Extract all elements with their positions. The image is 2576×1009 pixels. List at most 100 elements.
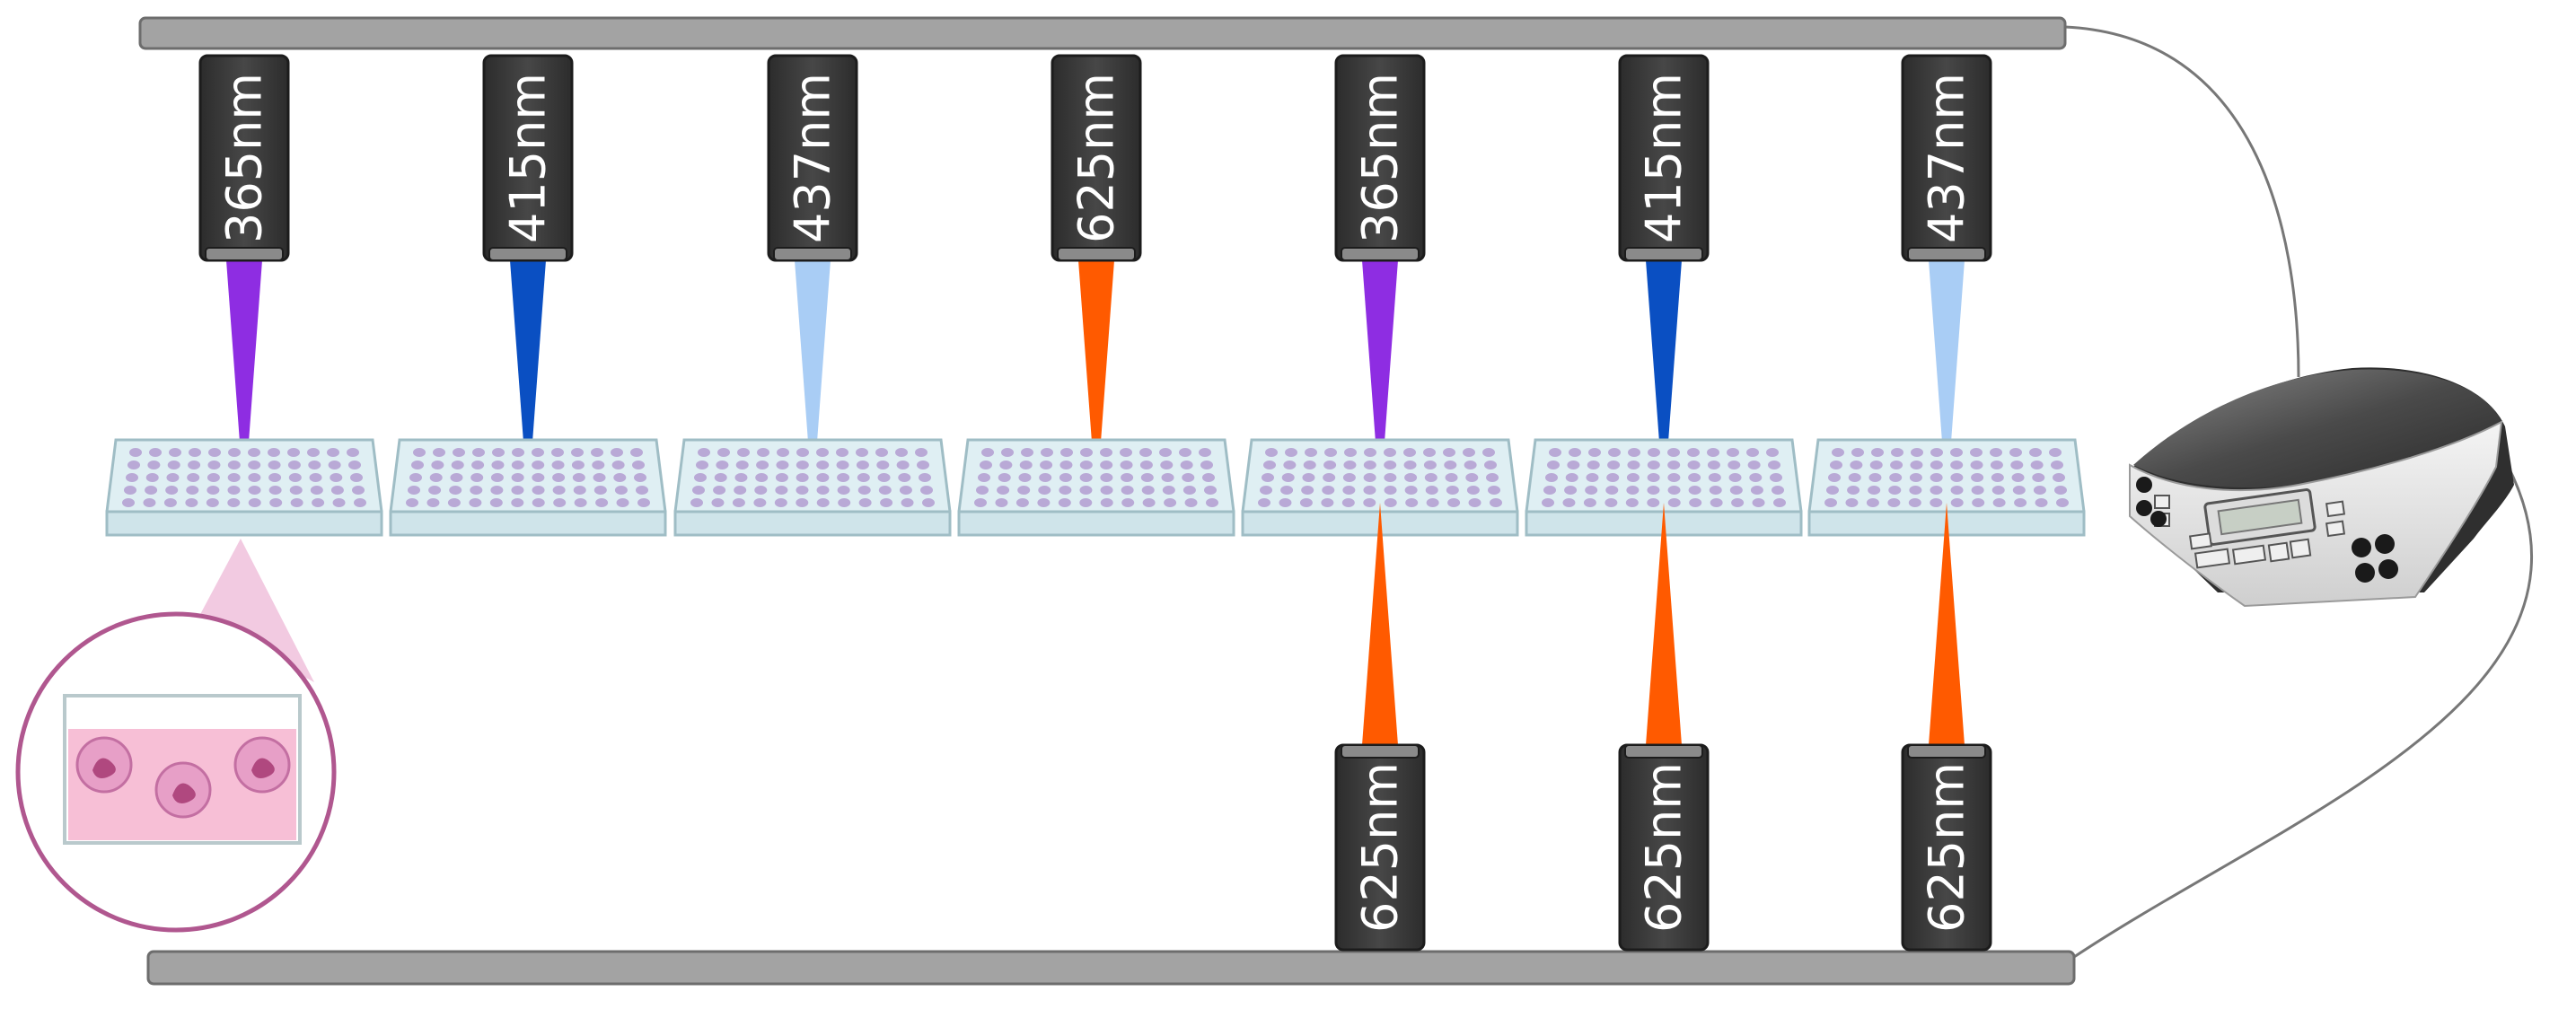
well	[1425, 486, 1438, 495]
well	[1403, 461, 1417, 469]
well	[1627, 461, 1640, 469]
well	[145, 473, 159, 482]
well	[532, 486, 545, 495]
well	[227, 473, 241, 482]
well	[1990, 461, 2003, 469]
well	[1828, 473, 1841, 482]
well	[248, 461, 261, 469]
well	[2032, 473, 2045, 482]
well	[1121, 473, 1134, 482]
well	[449, 486, 462, 495]
well	[186, 486, 199, 495]
well	[268, 461, 281, 469]
well	[1731, 498, 1745, 507]
well	[1279, 498, 1292, 507]
well	[1583, 498, 1596, 507]
well	[551, 461, 565, 469]
wavelength-label: 365nm	[216, 73, 273, 243]
well	[592, 461, 605, 469]
well	[268, 473, 282, 482]
well	[1424, 473, 1437, 482]
well	[1749, 473, 1763, 482]
well	[1851, 448, 1864, 457]
well	[248, 473, 261, 482]
well	[1038, 486, 1051, 495]
well	[2030, 461, 2044, 469]
well	[796, 486, 809, 495]
light-beam	[1362, 260, 1398, 503]
well	[876, 461, 890, 469]
well	[2033, 486, 2046, 495]
well	[2056, 498, 2069, 507]
well	[1991, 473, 2004, 482]
wavelength-label: 625nm	[1352, 762, 1409, 933]
well	[1199, 448, 1211, 457]
well	[1017, 486, 1031, 495]
well	[632, 461, 645, 469]
well	[1299, 498, 1313, 507]
well	[754, 486, 768, 495]
well	[593, 473, 606, 482]
well	[1079, 461, 1093, 469]
well	[1060, 448, 1073, 457]
well	[1850, 461, 1863, 469]
well	[409, 473, 422, 482]
well	[307, 448, 320, 457]
well	[1972, 498, 1985, 507]
well	[207, 486, 220, 495]
led-light-source: 437nm	[1901, 54, 1992, 262]
well	[1465, 473, 1479, 482]
well	[248, 498, 261, 507]
well	[1464, 461, 1477, 469]
well	[1100, 461, 1113, 469]
well	[2012, 486, 2026, 495]
well	[1890, 461, 1903, 469]
well	[1121, 498, 1135, 507]
well	[552, 486, 566, 495]
well	[1626, 473, 1640, 482]
well	[1302, 473, 1315, 482]
zoom-cone	[198, 539, 314, 682]
well	[1341, 498, 1355, 507]
well	[978, 473, 990, 482]
well	[999, 461, 1013, 469]
well	[406, 498, 418, 507]
well	[248, 448, 260, 457]
well	[147, 461, 161, 469]
well	[1159, 448, 1172, 457]
well	[714, 473, 727, 482]
well	[1001, 448, 1014, 457]
well	[1484, 461, 1497, 469]
well	[1647, 473, 1660, 482]
well	[734, 486, 747, 495]
well	[816, 473, 830, 482]
well	[1626, 486, 1640, 495]
well	[1344, 448, 1357, 457]
well	[1729, 486, 1743, 495]
well	[408, 486, 420, 495]
well	[429, 473, 443, 482]
well	[1830, 461, 1842, 469]
well	[169, 448, 181, 457]
well	[1015, 498, 1029, 507]
well	[1687, 461, 1701, 469]
well	[1950, 461, 1964, 469]
well	[1184, 498, 1198, 507]
well	[1689, 498, 1702, 507]
well	[470, 486, 483, 495]
well	[469, 498, 482, 507]
well	[1384, 473, 1397, 482]
well	[919, 473, 931, 482]
well	[1567, 461, 1580, 469]
well	[858, 498, 872, 507]
well	[470, 473, 484, 482]
well	[1950, 486, 1964, 495]
well	[1707, 448, 1719, 457]
well	[896, 461, 910, 469]
well	[796, 461, 809, 469]
cell	[154, 761, 212, 819]
well	[1667, 498, 1681, 507]
well	[1182, 473, 1195, 482]
well	[816, 448, 829, 457]
